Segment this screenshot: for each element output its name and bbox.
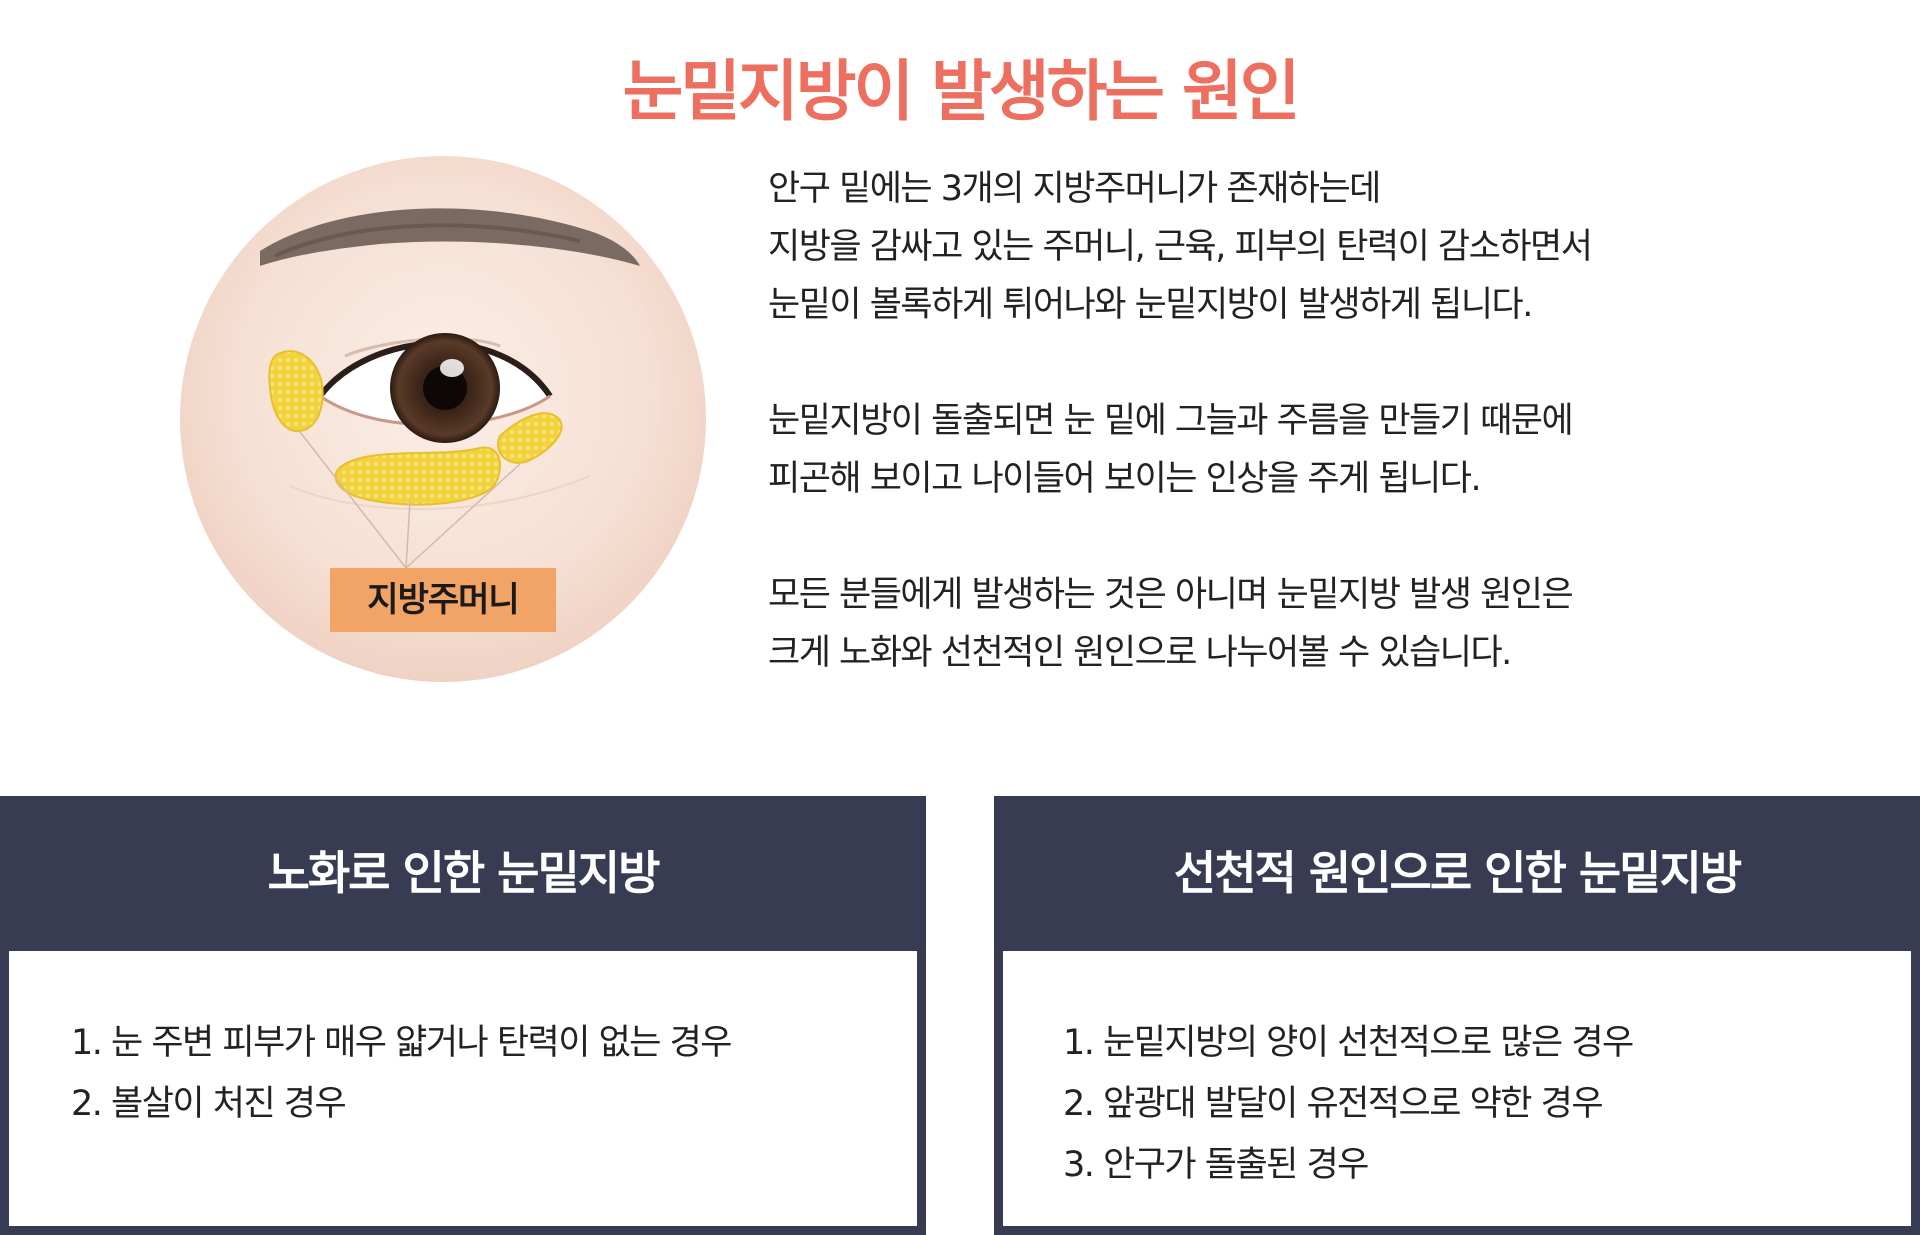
card-title: 선천적 원인으로 인한 눈밑지방: [1003, 805, 1911, 951]
congenital-cause-card: 선천적 원인으로 인한 눈밑지방 1. 눈밑지방의 양이 선천적으로 많은 경우…: [994, 796, 1920, 1235]
list-item: 3. 안구가 돌출된 경우: [1063, 1145, 1369, 1185]
cause-list: 1. 눈밑지방의 양이 선천적으로 많은 경우 2. 앞광대 발달이 유전적으로…: [1063, 1013, 1634, 1196]
text-line: 모든 분들에게 발생하는 것은 아니며 눈밑지방 발생 원인은: [768, 575, 1574, 615]
pointer-lines: [299, 431, 521, 569]
cause-list: 1. 눈 주변 피부가 매우 얇거나 탄력이 없는 경우 2. 볼살이 처진 경…: [71, 1013, 733, 1135]
card-title: 노화로 인한 눈밑지방: [9, 805, 917, 951]
fat-pads: [268, 350, 563, 506]
list-item: 1. 눈 주변 피부가 매우 얇거나 탄력이 없는 경우: [71, 1023, 733, 1063]
text-line: 피곤해 보이고 나이들어 보이는 인상을 주게 됩니다.: [768, 459, 1482, 499]
text-line: 지방을 감싸고 있는 주머니, 근육, 피부의 탄력이 감소하면서: [768, 227, 1593, 267]
description-paragraph: 눈밑지방이 돌출되면 눈 밑에 그늘과 주름을 만들기 때문에 피곤해 보이고 …: [768, 392, 1868, 508]
list-item: 1. 눈밑지방의 양이 선천적으로 많은 경우: [1063, 1023, 1634, 1063]
description-paragraph: 안구 밑에는 3개의 지방주머니가 존재하는데 지방을 감싸고 있는 주머니, …: [768, 160, 1868, 334]
description-paragraph: 모든 분들에게 발생하는 것은 아니며 눈밑지방 발생 원인은 크게 노화와 선…: [768, 566, 1868, 682]
description-text: 안구 밑에는 3개의 지방주머니가 존재하는데 지방을 감싸고 있는 주머니, …: [768, 160, 1868, 740]
page-title: 눈밑지방이 발생하는 원인: [622, 53, 1301, 131]
text-line: 눈밑이 볼록하게 튀어나와 눈밑지방이 발생하게 됩니다.: [768, 285, 1533, 325]
fat-pocket-label: 지방주머니: [330, 568, 556, 632]
aging-cause-card: 노화로 인한 눈밑지방 1. 눈 주변 피부가 매우 얇거나 탄력이 없는 경우…: [0, 796, 926, 1235]
list-item: 2. 볼살이 처진 경우: [71, 1084, 347, 1124]
text-line: 눈밑지방이 돌출되면 눈 밑에 그늘과 주름을 만들기 때문에: [768, 401, 1574, 441]
list-item: 2. 앞광대 발달이 유전적으로 약한 경우: [1063, 1084, 1604, 1124]
text-line: 안구 밑에는 3개의 지방주머니가 존재하는데: [768, 169, 1381, 209]
text-line: 크게 노화와 선천적인 원인으로 나누어볼 수 있습니다.: [768, 633, 1512, 673]
